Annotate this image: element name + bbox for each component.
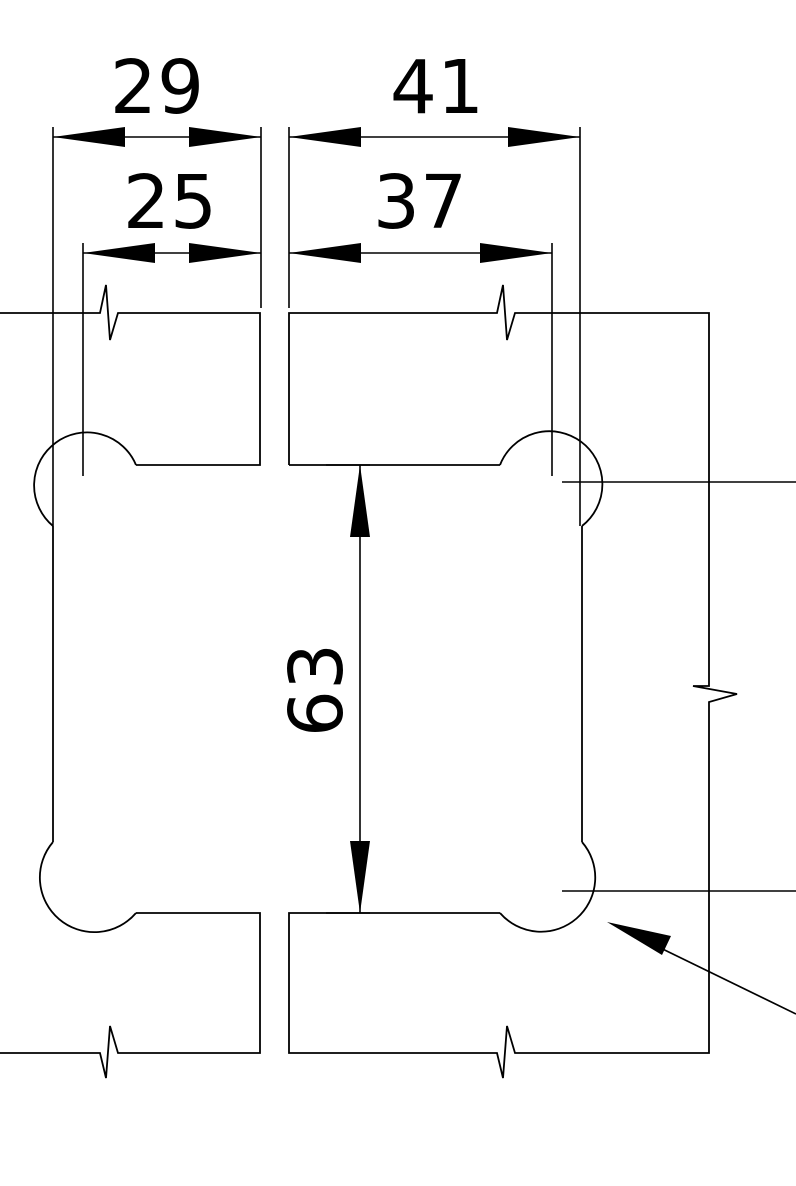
- dimension-37: 37: [289, 160, 552, 263]
- arrow-left: [289, 127, 361, 147]
- right-top-hinge-knuckle: [499, 430, 604, 527]
- left-profile: [0, 284, 261, 1079]
- dimension-label-25: 25: [123, 160, 217, 246]
- extension-lines: [52, 127, 796, 914]
- arrow-down: [350, 841, 370, 913]
- dimension-41: 41: [289, 45, 580, 147]
- left-bottom-hinge-knuckle: [39, 841, 137, 933]
- arrow-right: [189, 243, 261, 263]
- arrow-up: [350, 465, 370, 537]
- arrow-left: [289, 243, 361, 263]
- arrow-left: [53, 127, 125, 147]
- dimension-label-37: 37: [373, 160, 467, 246]
- arrow-tip: [607, 922, 671, 955]
- leader-arrow-bottom-right: [607, 922, 796, 1015]
- dimension-63: 63: [274, 465, 370, 913]
- right-profile-top-break-line: [288, 284, 738, 1079]
- arrow-right: [480, 243, 552, 263]
- left-profile-bottom-break-line: [0, 912, 261, 1079]
- dimension-25: 25: [83, 160, 261, 263]
- right-bottom-hinge-knuckle: [499, 841, 597, 933]
- right-profile: [288, 284, 738, 1079]
- dimension-label-29: 29: [110, 45, 204, 131]
- dimension-label-41: 41: [390, 45, 484, 131]
- arrow-right: [189, 127, 261, 147]
- left-top-hinge-knuckle: [33, 431, 137, 527]
- arrow-left: [83, 243, 155, 263]
- arrow-right: [508, 127, 580, 147]
- dimension-29: 29: [53, 45, 261, 147]
- dimension-label-63: 63: [274, 643, 360, 737]
- left-profile-top-break-line: [0, 284, 261, 466]
